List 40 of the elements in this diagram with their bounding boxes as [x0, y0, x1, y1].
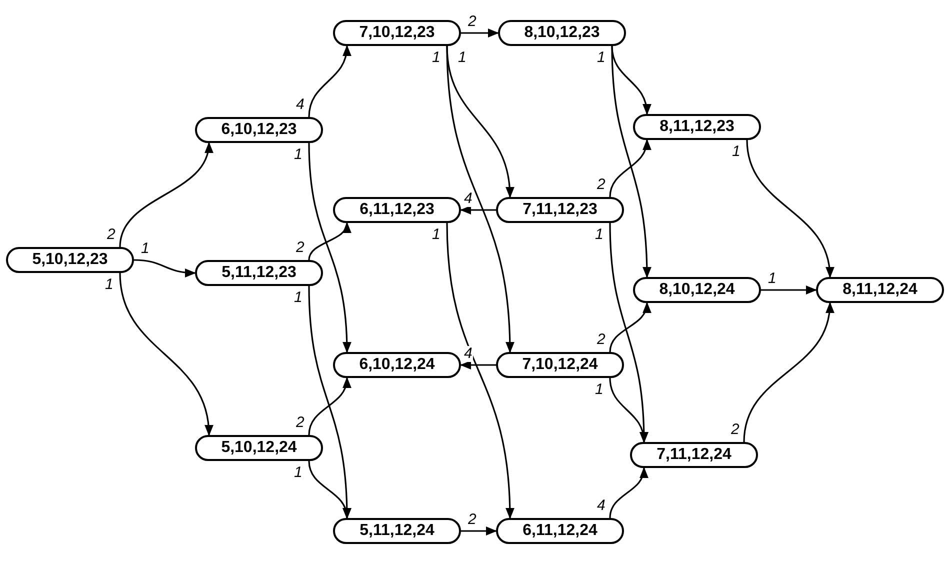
- state-box: 8,11,12,24: [816, 277, 944, 303]
- arrow: [119, 142, 212, 248]
- arrow: [743, 302, 834, 442]
- state-box: 8,10,12,23: [498, 20, 626, 46]
- arrow: [609, 138, 650, 198]
- state-box: 8,10,12,24: [633, 277, 761, 303]
- edge-label: 4: [463, 191, 474, 207]
- arrow: [609, 302, 650, 352]
- state-box: 5,11,12,24: [333, 518, 461, 544]
- state-box: 8,11,12,23: [633, 114, 761, 140]
- state-box: 7,11,12,24: [630, 442, 758, 468]
- arrow: [609, 466, 648, 518]
- arrow: [308, 460, 350, 520]
- arrow: [308, 376, 350, 436]
- arrow: [460, 206, 496, 214]
- arrow: [134, 259, 196, 278]
- state-box: 6,10,12,23: [195, 117, 323, 143]
- arrow: [611, 46, 652, 278]
- state-box: 7,10,12,23: [333, 20, 461, 46]
- arrow: [746, 140, 834, 278]
- arrow: [308, 222, 350, 260]
- arrow: [461, 526, 498, 536]
- arrow: [761, 286, 818, 294]
- arrow: [461, 28, 500, 38]
- arrow: [460, 360, 496, 370]
- edge-label: 4: [463, 346, 474, 362]
- state-box: 5,11,12,23: [195, 260, 323, 286]
- state-box: 7,10,12,24: [496, 352, 624, 378]
- state-box: 6,11,12,24: [496, 518, 624, 544]
- arrow: [308, 44, 351, 118]
- arrow: [308, 142, 352, 354]
- arrow: [119, 272, 213, 436]
- arrow: [446, 46, 514, 354]
- arrow: [609, 378, 648, 444]
- state-box: 6,10,12,24: [333, 352, 461, 378]
- state-box: 6,11,12,23: [333, 197, 461, 223]
- state-box: 7,11,12,23: [496, 197, 624, 223]
- state-box: 5,10,12,23: [6, 247, 134, 273]
- arrow: [446, 222, 514, 520]
- state-box: 5,10,12,24: [195, 435, 323, 461]
